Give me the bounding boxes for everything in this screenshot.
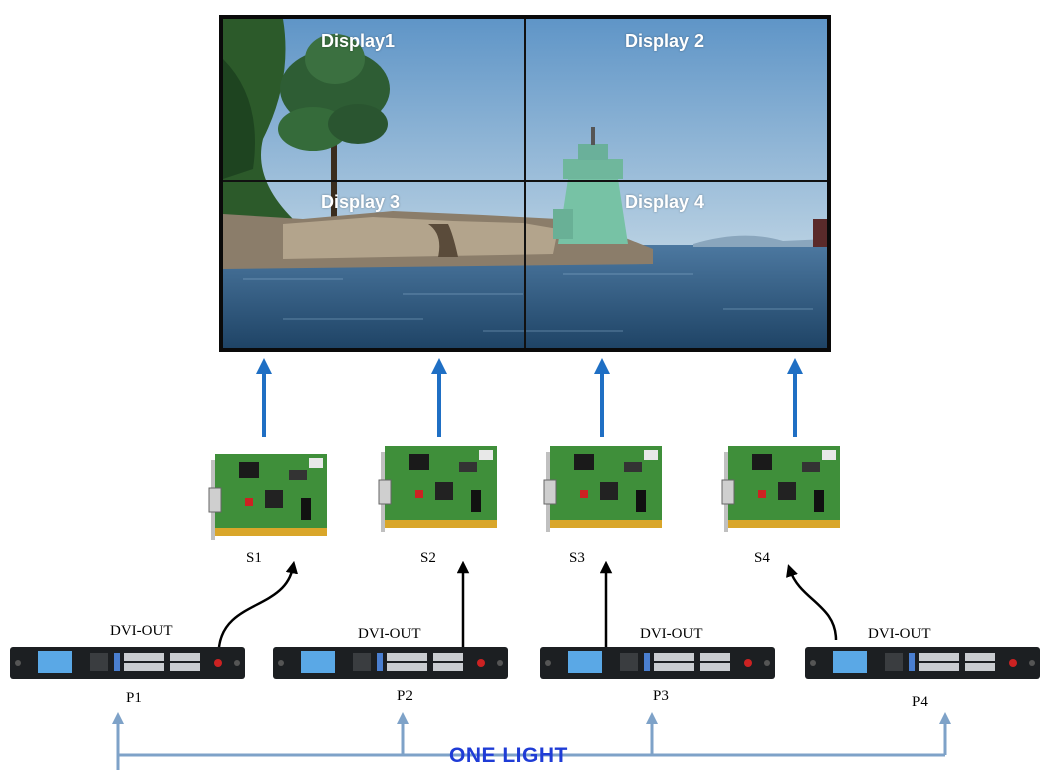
video-processor-icon bbox=[273, 647, 508, 679]
processor-p1-label: P1 bbox=[126, 690, 142, 706]
processor-p3-output-label: DVI-OUT bbox=[640, 626, 703, 642]
processor-p4-output-label: DVI-OUT bbox=[868, 626, 931, 642]
arrow-p1-to-s1 bbox=[217, 560, 298, 648]
card-label-s1: S1 bbox=[246, 550, 262, 566]
sending-card-s1 bbox=[205, 448, 330, 548]
sending-card-s4 bbox=[718, 440, 843, 540]
display-1-label: Display1 bbox=[321, 31, 396, 51]
card-label-s4: S4 bbox=[754, 550, 770, 566]
pcb-card-icon bbox=[378, 446, 497, 532]
processor-p1-output-label: DVI-OUT bbox=[110, 623, 173, 639]
video-processor-icon bbox=[10, 647, 245, 679]
display-2-label: Display 2 bbox=[625, 31, 705, 51]
video-wall-image bbox=[223, 19, 827, 348]
pcb-card-icon bbox=[543, 446, 662, 532]
video-wall: Display1 Display 2 Display 3 Display 4 bbox=[219, 15, 831, 352]
sending-card-s3 bbox=[540, 440, 665, 540]
processor-p4-label: P4 bbox=[912, 694, 928, 710]
processor-p4 bbox=[805, 645, 1040, 681]
video-processor-icon bbox=[540, 647, 775, 679]
processor-p3-label: P3 bbox=[653, 688, 669, 704]
sync-label: ONE LIGHT bbox=[449, 744, 568, 767]
video-processor-icon bbox=[805, 647, 1040, 679]
display-4-label: Display 4 bbox=[625, 192, 705, 212]
pcb-card-icon bbox=[208, 454, 327, 540]
processor-p2-label: P2 bbox=[397, 688, 413, 704]
arrow-p4-to-s4 bbox=[786, 564, 838, 641]
card-label-s2: S2 bbox=[420, 550, 436, 566]
processor-p2-output-label: DVI-OUT bbox=[358, 626, 421, 642]
display-3-label: Display 3 bbox=[321, 192, 401, 212]
processor-p3 bbox=[540, 645, 775, 681]
pcb-card-icon bbox=[721, 446, 840, 532]
processor-p2 bbox=[273, 645, 508, 681]
processor-p1 bbox=[10, 645, 245, 681]
sending-card-s2 bbox=[375, 440, 500, 540]
card-label-s3: S3 bbox=[569, 550, 585, 566]
